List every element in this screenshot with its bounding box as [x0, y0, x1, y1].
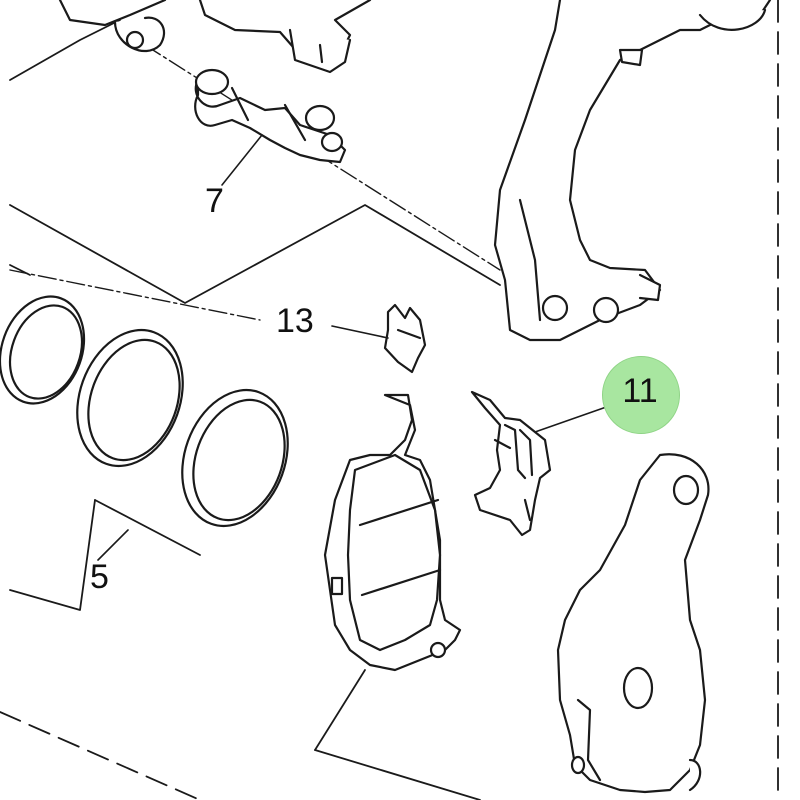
leader-7 [221, 134, 263, 186]
leader-13 [331, 325, 389, 339]
callout-label-11[interactable]: 11 [622, 372, 658, 410]
callout-11-highlight [602, 356, 680, 434]
leader-5 [97, 529, 129, 561]
piston-seal-ring-1 [0, 295, 86, 405]
brake-pad-left [323, 393, 462, 672]
callout-label-13: 13 [276, 302, 314, 340]
leader-11 [534, 404, 613, 433]
piston-seal-ring-2 [76, 328, 184, 468]
slide-pin [194, 68, 347, 164]
pad-spring-11 [470, 390, 552, 537]
caliper-body-top [58, 0, 372, 74]
callout-label-5: 5 [90, 558, 109, 596]
dashed-frame-bottom-left [0, 711, 201, 800]
callout-label-7: 7 [205, 182, 224, 220]
axis-guide-lines [9, 44, 501, 321]
pad-clip-13 [383, 303, 427, 374]
brake-pad-right [556, 453, 710, 794]
piston-seal-ring-3 [181, 388, 289, 528]
caliper-bracket [493, 0, 772, 342]
assembly-outline-lines [9, 19, 501, 800]
leader-lines [97, 134, 613, 561]
